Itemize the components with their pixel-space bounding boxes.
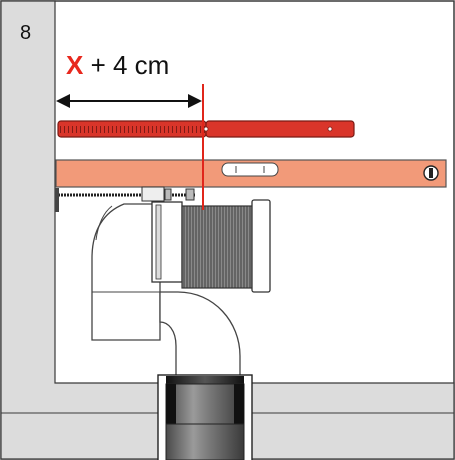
dimension-label: X + 4 cm [66,50,169,81]
drain-pipe [157,374,253,460]
upper-elbow [91,203,161,341]
bellows-end-ring [251,199,271,293]
step-number: 8 [20,22,32,44]
dimension-variable: X [66,50,84,80]
spirit-level [55,159,447,188]
flexible-bellows [181,205,255,289]
folding-ruler [57,120,355,138]
fixing-bracket [55,186,196,212]
dimension-suffix: + 4 cm [90,50,170,80]
dimension-arrow [56,94,202,108]
lower-elbow [159,291,241,377]
